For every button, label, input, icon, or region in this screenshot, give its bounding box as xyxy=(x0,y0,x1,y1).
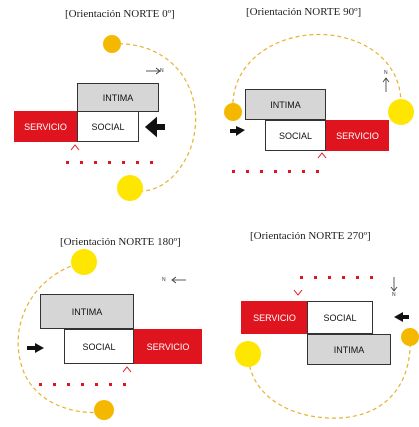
sun-3-small xyxy=(94,400,114,420)
social-zone-4: SOCIAL xyxy=(307,301,373,334)
sun-path-3 xyxy=(17,261,105,414)
sun-path-4 xyxy=(247,337,411,419)
panel-1-title: [Orientación NORTE 0º] xyxy=(65,8,175,20)
servicio-zone-4: SERVICIO xyxy=(241,301,308,334)
sun-4-large xyxy=(235,341,261,367)
north-arrow-1 xyxy=(146,67,161,75)
north-label-4: N xyxy=(392,292,396,298)
intima-zone-1: INTIMA xyxy=(77,83,159,112)
sun-1-small xyxy=(103,35,121,53)
north-arrow-2 xyxy=(382,77,390,92)
servicio-zone-1: SERVICIO xyxy=(14,111,77,142)
social-zone-1: SOCIAL xyxy=(77,111,139,142)
dots-4 xyxy=(300,276,373,279)
dots-2 xyxy=(232,170,319,173)
sun-2-large xyxy=(388,99,414,125)
north-label-2: N xyxy=(384,70,388,76)
north-label-3: N xyxy=(162,277,166,283)
dots-1 xyxy=(66,161,153,164)
sun-3-large xyxy=(71,249,97,275)
intima-zone-4: INTIMA xyxy=(307,334,391,365)
sun-path-2 xyxy=(232,33,402,111)
entry-arrow-1-head xyxy=(147,120,156,134)
panel-3-title: [Orientación NORTE 180º] xyxy=(60,236,181,248)
north-arrow-3 xyxy=(171,276,186,284)
entry-arrow-4 xyxy=(394,312,409,322)
sun-4-small xyxy=(401,328,419,346)
sun-1-large xyxy=(117,175,143,201)
social-zone-2: SOCIAL xyxy=(265,120,326,151)
intima-zone-2: INTIMA xyxy=(245,89,326,120)
entry-arrow-2 xyxy=(230,126,245,136)
entry-arrow-3 xyxy=(27,343,44,353)
social-zone-3: SOCIAL xyxy=(64,329,134,364)
door-mark-2 xyxy=(317,152,327,159)
panel-2-title: [Orientación NORTE 90º] xyxy=(246,6,362,18)
sun-path-1 xyxy=(111,43,197,192)
servicio-zone-3: SERVICIO xyxy=(134,329,202,364)
sun-2-small xyxy=(224,103,242,121)
north-label-1: N xyxy=(160,68,164,74)
entry-arrow-1-shaft xyxy=(155,124,165,130)
door-mark-4 xyxy=(293,289,303,296)
panel-4-title: [Orientación NORTE 270º] xyxy=(250,230,371,242)
intima-zone-3: INTIMA xyxy=(40,294,134,329)
door-mark-1 xyxy=(70,144,80,151)
north-arrow-4 xyxy=(390,277,398,292)
dots-3 xyxy=(39,383,126,386)
door-mark-3 xyxy=(122,366,132,373)
servicio-zone-2: SERVICIO xyxy=(326,120,389,151)
